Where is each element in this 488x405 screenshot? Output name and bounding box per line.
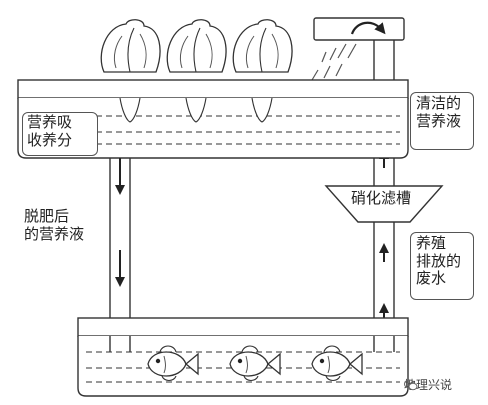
nitrification-filter — [324, 185, 444, 223]
plant-1 — [100, 19, 161, 123]
after-fertilizer-label: 脱肥后 的营养液 — [24, 207, 85, 243]
fish-1 — [147, 345, 199, 382]
fish-2 — [229, 345, 281, 382]
clean-nutrient-label: 清洁的 营养液 — [410, 92, 474, 150]
filter-label: 硝化滤槽 — [350, 189, 411, 207]
plant-3 — [232, 19, 293, 123]
watermark: 地理兴说 — [404, 378, 452, 392]
plant-bed-label: 营养吸 收养分 — [22, 112, 98, 156]
spray-head — [311, 17, 405, 81]
wechat-icon — [404, 379, 418, 391]
fish-3 — [311, 345, 363, 382]
plant-2 — [166, 19, 227, 123]
fish-waste-label: 养殖 排放的 废水 — [410, 232, 474, 300]
plant-bed — [17, 79, 409, 159]
